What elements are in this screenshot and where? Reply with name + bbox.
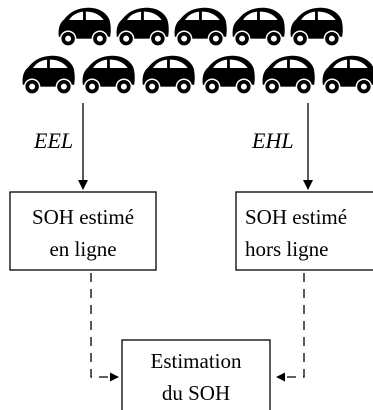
car-icon — [57, 7, 112, 47]
soh-estimation-line2: du SOH — [162, 381, 230, 405]
soh-online-line2: en ligne — [49, 237, 116, 261]
eel-label: EEL — [33, 128, 73, 153]
soh-offline-box: SOH estimé hors ligne — [235, 191, 373, 271]
soh-online-line1: SOH estimé — [32, 205, 134, 229]
car-icon — [21, 55, 76, 95]
car-icon — [321, 55, 373, 95]
car-icon — [173, 7, 228, 47]
car-icon — [289, 7, 344, 47]
soh-estimation-box: Estimation du SOH — [121, 339, 271, 410]
car-icon — [81, 55, 136, 95]
car-fleet — [21, 7, 373, 95]
online-dashed-connector — [90, 273, 119, 382]
soh-online-box: SOH estimé en ligne — [9, 191, 157, 271]
car-icon — [231, 7, 286, 47]
car-icon — [261, 55, 316, 95]
soh-offline-line1: SOH estimé — [245, 205, 347, 229]
ehl-label: EHL — [251, 128, 294, 153]
soh-offline-line2: hors ligne — [245, 237, 328, 261]
car-fleet-row-1 — [57, 7, 344, 47]
car-icon — [115, 7, 170, 47]
offline-dashed-connector — [276, 273, 305, 382]
soh-estimation-line1: Estimation — [151, 349, 242, 373]
car-fleet-row-2 — [21, 55, 373, 95]
car-icon — [141, 55, 196, 95]
car-icon — [201, 55, 256, 95]
